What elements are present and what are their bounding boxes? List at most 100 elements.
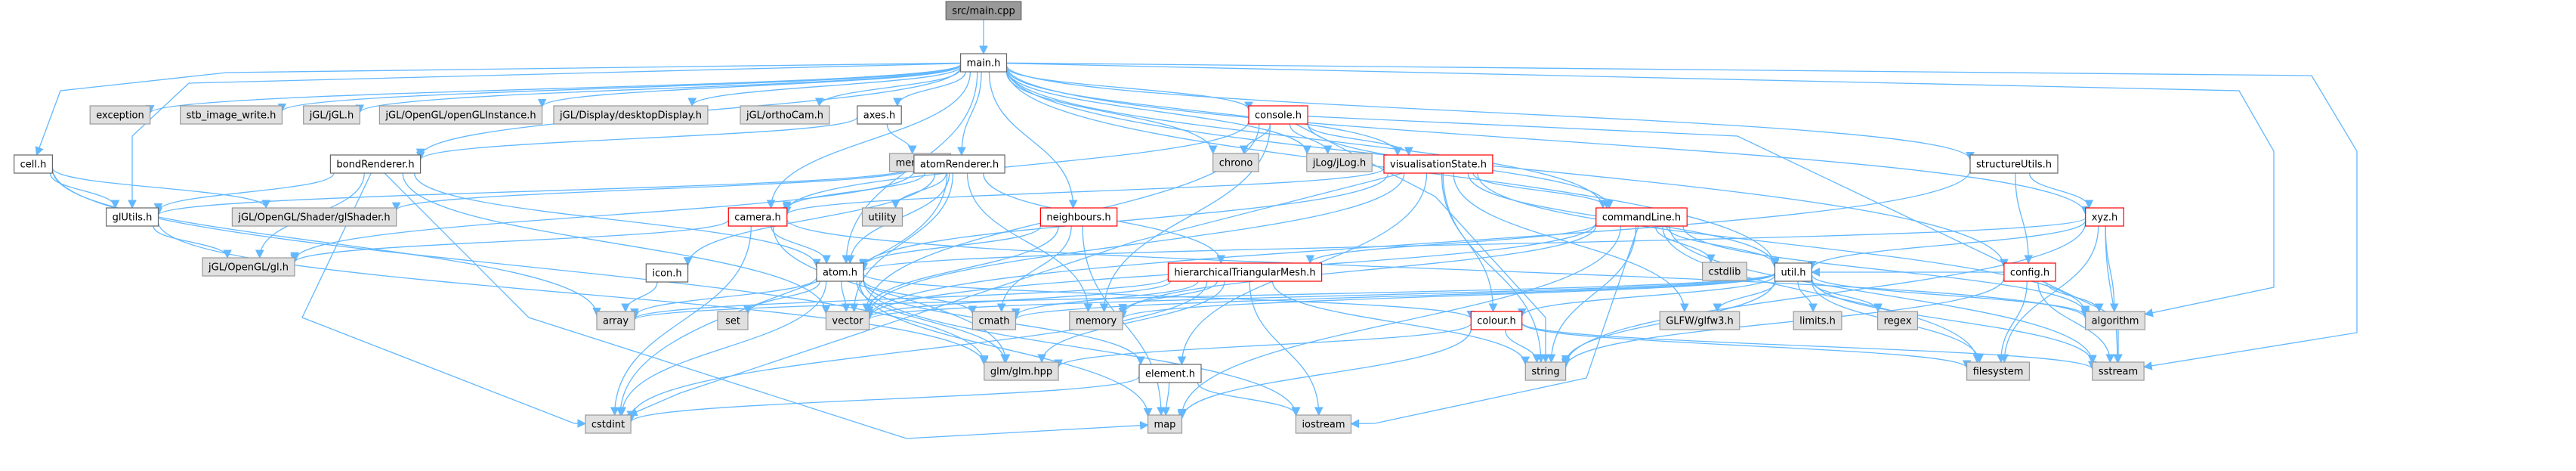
- node-box: [1702, 262, 1748, 281]
- edge-util_h-to-vector: [865, 272, 1776, 321]
- edge-commandline-to-cstdlib: [1654, 225, 1716, 264]
- node-label: exception: [96, 110, 144, 122]
- edge-main_h-to-jgl: [355, 64, 962, 114]
- node-htm[interactable]: hierarchicalTriangularMesh.h: [1167, 262, 1323, 282]
- node-icon_h[interactable]: icon.h: [645, 263, 689, 283]
- edge-console_h-to-visstate: [1307, 123, 1413, 156]
- node-box: [1212, 153, 1259, 172]
- node-box: [106, 207, 159, 227]
- edge-camera_h-to-cstdint: [610, 225, 752, 417]
- edge-main_h-to-neighbours: [988, 71, 1078, 209]
- edge-xyz_h-to-string: [1561, 222, 2086, 367]
- node-jgl: jGL/jGL.h: [303, 105, 360, 125]
- edge-cell_h-to-array: [51, 169, 601, 317]
- edge-axes_h-to-bondrenderer: [415, 116, 858, 161]
- edge-bondrenderer-to-glutils: [153, 172, 335, 212]
- node-label: memory: [1076, 316, 1117, 327]
- node-box: [2085, 207, 2124, 227]
- node-label: structureUtils.h: [1976, 160, 2052, 171]
- node-neighbours[interactable]: neighbours.h: [1039, 207, 1118, 227]
- node-box: [1306, 153, 1373, 172]
- node-label: stb_image_write.h: [187, 110, 276, 122]
- node-atom_h[interactable]: atom.h: [816, 262, 864, 282]
- node-axes_h[interactable]: axes.h: [857, 105, 902, 125]
- node-camera_h[interactable]: camera.h: [727, 207, 788, 227]
- node-glm: glm/glm.hpp: [984, 361, 1059, 381]
- edge-main_h-to-camera_h: [766, 71, 971, 209]
- edge-main_h-to-stb: [277, 64, 962, 113]
- node-utility: utility: [861, 207, 903, 227]
- node-label: bondRenderer.h: [336, 160, 414, 171]
- node-sstream: sstream: [2092, 361, 2145, 381]
- node-map: map: [1147, 414, 1183, 434]
- node-cstdint: cstdint: [585, 414, 632, 434]
- node-box: [596, 311, 635, 330]
- node-box: [180, 105, 283, 125]
- node-box: [825, 311, 870, 330]
- node-cell_h[interactable]: cell.h: [14, 154, 53, 174]
- node-filesystem: filesystem: [1966, 361, 2031, 381]
- edge-util_h-to-array: [630, 272, 1776, 321]
- node-label: array: [603, 316, 629, 327]
- node-label: GLFW/glfw3.h: [1666, 316, 1734, 327]
- node-console_h[interactable]: console.h: [1248, 105, 1308, 125]
- edge-element_h-to-map: [1161, 382, 1171, 417]
- edge-bondrenderer-to-atom_h: [413, 172, 821, 268]
- node-label: utility: [869, 212, 897, 224]
- node-main_cpp[interactable]: src/main.cpp: [945, 1, 1022, 20]
- edge-xyz_h-to-algorithm: [2105, 225, 2119, 313]
- node-bondrenderer[interactable]: bondRenderer.h: [329, 154, 422, 174]
- node-chrono: chrono: [1212, 153, 1259, 172]
- node-visstate[interactable]: visualisationState.h: [1383, 154, 1493, 174]
- node-box: [1248, 105, 1308, 125]
- node-memory: memory: [1069, 311, 1123, 330]
- edge-main_h-to-cell_h: [35, 62, 961, 156]
- node-label: algorithm: [2092, 316, 2139, 327]
- edge-camera_h-to-algorithm: [786, 218, 2090, 320]
- edge-camera_h-to-gl_h: [290, 219, 729, 264]
- edge-main_h-to-chrono: [1005, 71, 1218, 155]
- node-box: [1295, 414, 1352, 434]
- node-vector: vector: [825, 311, 870, 330]
- node-xyz_h[interactable]: xyz.h: [2085, 207, 2124, 227]
- node-label: xyz.h: [2092, 212, 2118, 224]
- node-label: neighbours.h: [1046, 212, 1110, 224]
- node-commandline[interactable]: commandLine.h: [1595, 207, 1688, 227]
- edge-atom_h-to-cmath: [863, 279, 978, 315]
- node-util_h[interactable]: util.h: [1774, 262, 1813, 282]
- node-box: [1167, 262, 1323, 282]
- edge-atom_h-to-map: [859, 280, 1153, 417]
- edge-util_h-to-colour_h: [1517, 274, 1776, 318]
- edge-glutils-to-gl_h: [153, 225, 232, 259]
- node-cstdlib: cstdlib: [1702, 262, 1748, 281]
- node-regex: regex: [1877, 311, 1919, 330]
- edge-atomrenderer-to-glutils: [153, 166, 915, 216]
- edge-commandline-to-algorithm: [1682, 225, 2090, 315]
- edge-xyz_h-to-atom_h: [859, 217, 2086, 272]
- edge-util_h-to-sstream: [1811, 277, 2097, 364]
- edge-console_h-to-sstream: [1307, 116, 2123, 364]
- edge-camera_h-to-glm: [772, 225, 1011, 364]
- node-glutils[interactable]: glUtils.h: [106, 207, 159, 227]
- node-atomrenderer[interactable]: atomRenderer.h: [913, 154, 1005, 174]
- node-structureutils[interactable]: structureUtils.h: [1969, 154, 2059, 174]
- edge-atom_h-to-array: [630, 277, 817, 318]
- node-box: [89, 105, 151, 125]
- edge-visstate-to-cstdint: [628, 172, 1404, 417]
- node-element_h[interactable]: element.h: [1138, 364, 1202, 383]
- node-colour_h[interactable]: colour.h: [1470, 311, 1523, 330]
- edge-console_h-to-memory: [1099, 123, 1271, 313]
- node-box: [1069, 311, 1123, 330]
- node-desktopdisplay: jGL/Display/desktopDisplay.h: [553, 105, 709, 125]
- node-label: iostream: [1302, 420, 1345, 431]
- node-box: [231, 207, 397, 227]
- edge-atomrenderer-to-gl_h: [290, 170, 915, 262]
- edge-htm-to-string: [1271, 280, 1530, 366]
- node-box: [2085, 311, 2146, 330]
- edge-console_h-to-jlog: [1289, 123, 1333, 155]
- node-box: [1969, 154, 2059, 174]
- node-main_h[interactable]: main.h: [959, 53, 1008, 73]
- node-box: [1470, 311, 1523, 330]
- node-box: [645, 263, 689, 283]
- node-config_h[interactable]: config.h: [2003, 262, 2056, 282]
